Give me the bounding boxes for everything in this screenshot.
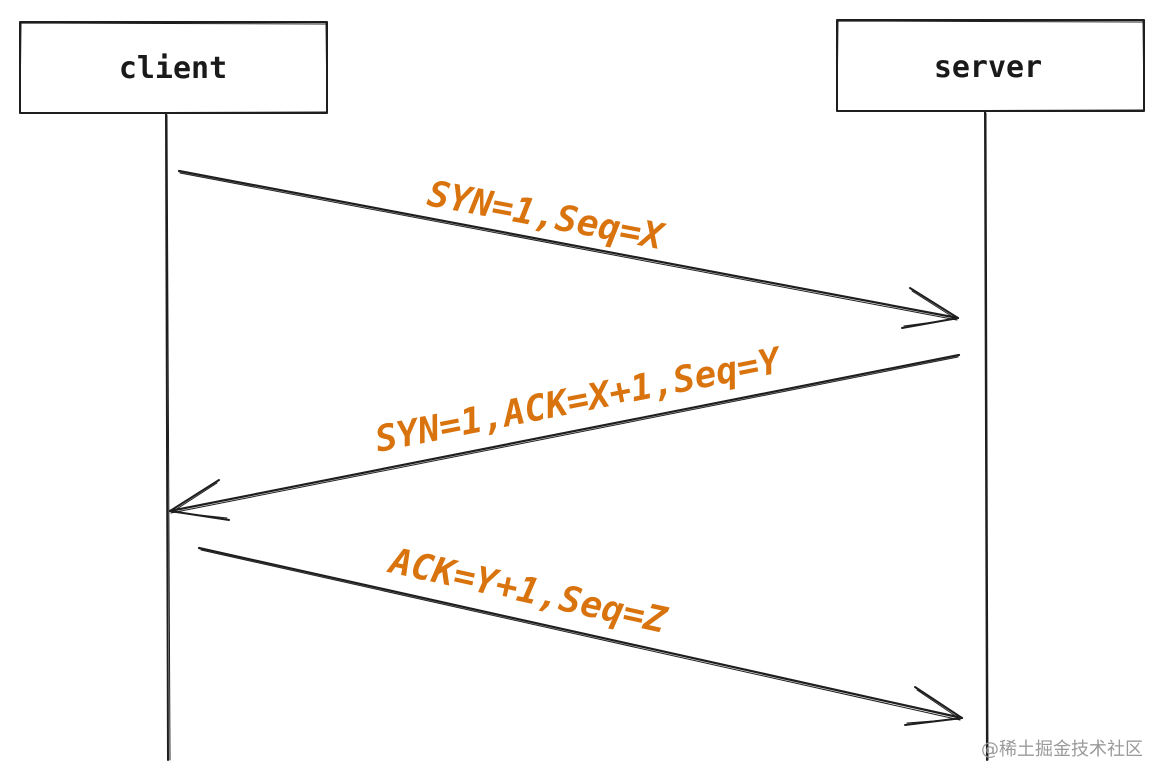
server-actor: server: [836, 19, 1145, 112]
client-lifeline: [165, 113, 171, 761]
message-syn-ack: SYN=1,ACK=X+1,Seq=Y: [168, 340, 961, 521]
message-ack-label: ACK=Y+1,Seq=Z: [384, 540, 671, 642]
client-label: client: [119, 51, 227, 86]
client-actor: client: [19, 21, 328, 114]
watermark-text: @稀土掘金技术社区: [981, 739, 1143, 760]
message-syn-label: SYN=1,Seq=X: [424, 174, 668, 259]
message-syn-arrow: [177, 169, 960, 329]
message-ack: ACK=Y+1,Seq=Z: [197, 540, 964, 726]
message-syn: SYN=1,Seq=X: [177, 169, 960, 329]
server-lifeline: [984, 111, 989, 761]
message-syn-ack-arrow: [168, 353, 961, 521]
server-label: server: [934, 50, 1042, 85]
message-ack-arrow: [197, 546, 964, 726]
